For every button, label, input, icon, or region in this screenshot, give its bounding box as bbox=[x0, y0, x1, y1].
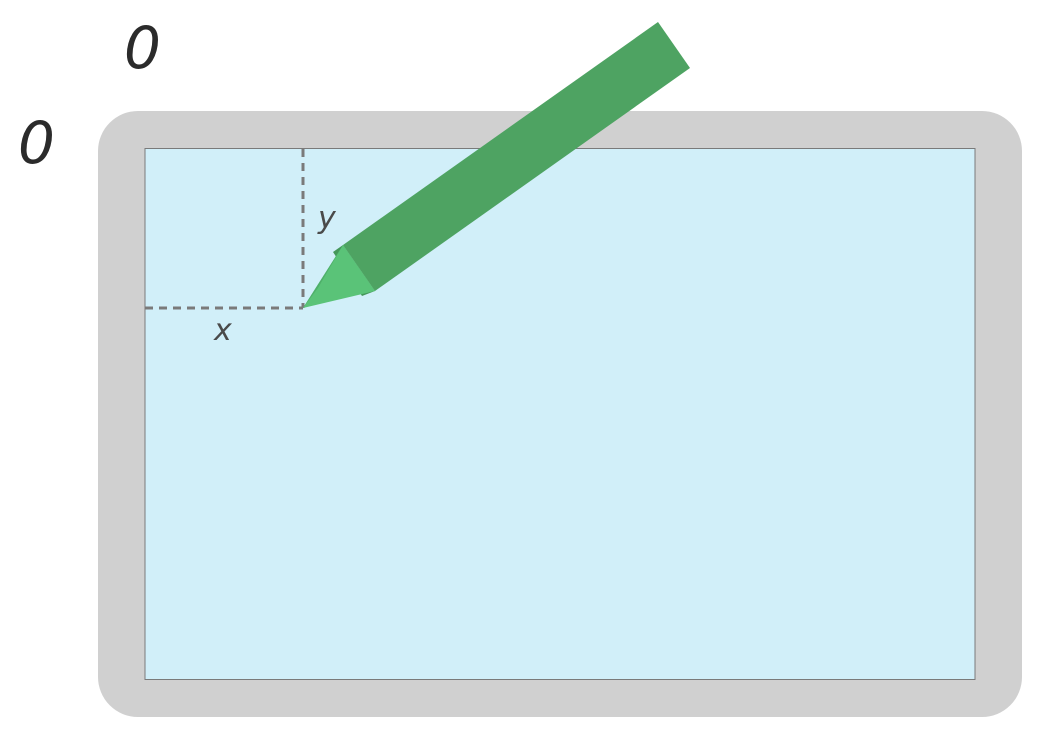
stylus-tip bbox=[303, 245, 375, 308]
origin-y-label: 0 bbox=[18, 109, 55, 177]
stylus-tip-shade bbox=[303, 245, 343, 308]
x-axis-label: x bbox=[213, 313, 232, 348]
stylus-icon bbox=[303, 22, 690, 308]
y-axis-label: y bbox=[317, 201, 337, 236]
tablet-screen bbox=[144, 148, 976, 680]
stylus-body-top bbox=[343, 22, 690, 291]
origin-x-label: 0 bbox=[124, 14, 161, 82]
